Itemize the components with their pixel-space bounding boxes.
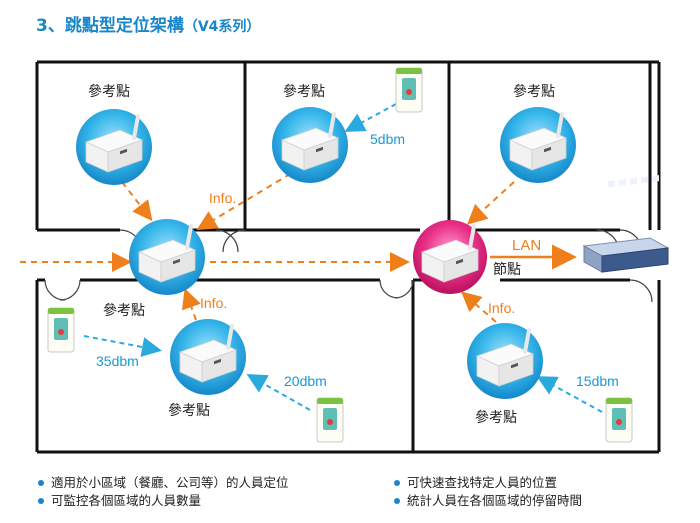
- feature-note: 可監控各個區域的人員數量: [38, 490, 201, 509]
- ref-point-label: 參考點: [88, 84, 130, 100]
- info-label: Info.: [488, 300, 515, 316]
- feature-note: 適用於小區域（餐廳、公司等）的人員定位: [38, 472, 289, 491]
- bullet-icon: [394, 497, 400, 504]
- info-label: Info.: [200, 295, 227, 311]
- tag-device-icon: [605, 397, 633, 443]
- ref-point-label: 參考點: [168, 403, 210, 419]
- reference-point-bottom-right: [467, 323, 543, 399]
- bullet-icon: [38, 497, 44, 504]
- tag-device-icon: [316, 397, 344, 443]
- page-title: 3、跳點型定位架構（V4系列）: [36, 16, 261, 36]
- network-switch-icon: [582, 175, 670, 273]
- info-arrows: [20, 167, 515, 323]
- reference-point-corridor: [129, 219, 205, 295]
- reference-point-bottom-left: [170, 319, 246, 395]
- reference-point-top-right: [500, 107, 576, 183]
- bullet-icon: [394, 479, 400, 486]
- floor-plan-diagram: 參考點 參考點 參考點 參考點 參考點 參考點 節點 LAN Info. Inf…: [20, 60, 670, 454]
- ref-point-label: 參考點: [513, 84, 555, 100]
- feature-note: 可快速查找特定人員的位置: [394, 472, 557, 491]
- signal-strength-label: 35dbm: [96, 353, 139, 369]
- signal-strength-label: 5dbm: [370, 131, 405, 147]
- bullet-icon: [38, 479, 44, 486]
- node-point: [413, 220, 487, 294]
- feature-note: 統計人員在各個區域的停留時間: [394, 490, 582, 509]
- signal-strength-label: 15dbm: [576, 373, 619, 389]
- ref-point-label: 參考點: [103, 303, 145, 319]
- lan-label: LAN: [512, 237, 541, 254]
- tag-device-icon: [47, 307, 75, 353]
- info-label: Info.: [209, 190, 236, 206]
- reference-point-top-left: [76, 109, 152, 185]
- ref-point-label: 參考點: [475, 410, 517, 426]
- signal-arrows: [83, 103, 603, 413]
- signal-strength-label: 20dbm: [284, 373, 327, 389]
- tag-device-icon: [395, 67, 423, 113]
- node-label: 節點: [493, 261, 521, 278]
- ref-point-label: 參考點: [283, 84, 325, 100]
- reference-point-top-middle: [272, 107, 348, 183]
